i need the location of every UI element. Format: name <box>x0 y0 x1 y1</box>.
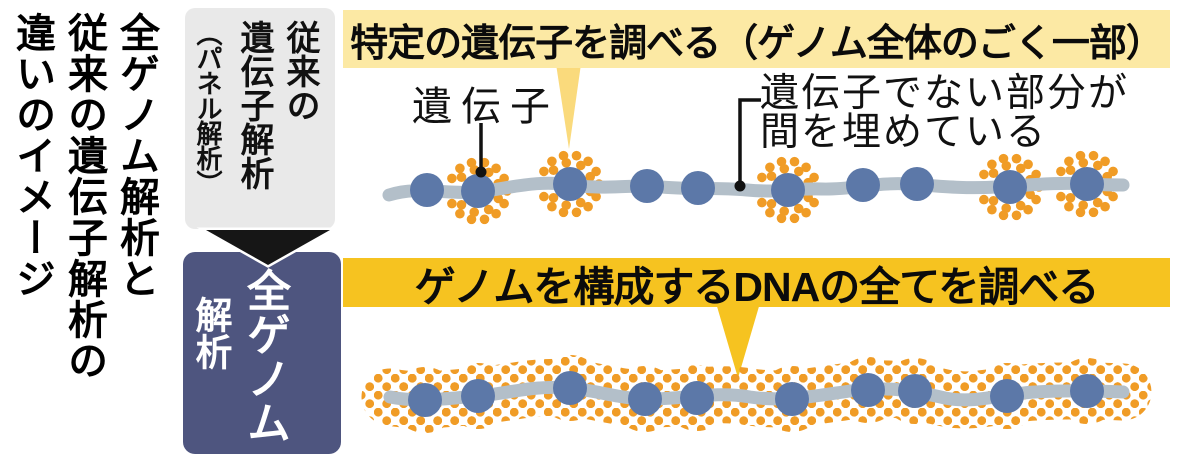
dna-line-bottom <box>383 380 1130 407</box>
title-column: 違いのイメージ <box>10 12 54 299</box>
gene-dot <box>1070 374 1104 408</box>
coverage-bulge <box>445 363 511 429</box>
gene-halos <box>444 150 1121 225</box>
gene-dot <box>846 168 880 202</box>
old-box-sublabel: （パネル解析） <box>193 20 223 195</box>
coverage-bulge <box>759 366 825 432</box>
bottom-dna-strand <box>361 355 1152 433</box>
new-box-label: 全ゲノム <box>240 268 289 444</box>
whole-genome-box: 全ゲノム 解析 <box>183 252 341 454</box>
gene-dot <box>771 173 805 207</box>
non-gene-pointer-line <box>734 98 761 192</box>
coverage-bulge <box>1054 358 1120 424</box>
coverage-bulge <box>882 358 948 424</box>
old-box-label: 従来の <box>281 20 319 122</box>
coverage-bulge <box>835 357 901 423</box>
coverage-bulge <box>974 363 1040 429</box>
top-dna-strand <box>382 150 1130 225</box>
dna-line-top <box>382 176 1130 202</box>
gene-dot <box>775 382 809 416</box>
gene-label: 遺伝子 <box>412 85 559 129</box>
coverage-bulge <box>612 366 678 432</box>
coverage-bulge <box>537 355 603 421</box>
coverage-bulges <box>392 355 1120 433</box>
gene-dot <box>993 170 1027 204</box>
gene-dot <box>630 169 664 203</box>
old-method-banner: 特定の遺伝子を調べる（ゲノム全体のごく一部） <box>343 10 1170 68</box>
gene-dot <box>900 167 934 201</box>
title-column: 従来の遺伝子解析の <box>62 12 106 381</box>
gene-halo <box>536 150 604 218</box>
gene-halo <box>976 153 1044 221</box>
old-box-label: 遺伝子解析 <box>235 20 273 190</box>
new-box-label: 解析 <box>190 296 231 370</box>
title-column: 全ゲノム解析と <box>114 12 158 299</box>
gene-dot <box>898 374 932 408</box>
gene-dot <box>461 174 495 208</box>
old-banner-pointer <box>556 64 581 149</box>
bottom-gene-dots <box>408 371 1104 417</box>
page-title: 全ゲノム解析と 従来の遺伝子解析の 違いのイメージ <box>4 12 162 418</box>
top-gene-dots <box>410 167 1104 208</box>
gene-dot <box>553 167 587 201</box>
gene-dot <box>990 379 1024 413</box>
non-gene-label: 遺伝子でない部分が 間を埋めている <box>760 74 1129 152</box>
gene-dot <box>681 171 715 205</box>
coverage-bulge <box>392 367 458 433</box>
new-banner-pointer <box>716 303 760 378</box>
new-method-banner: ゲノムを構成するDNAの全てを調べる <box>343 258 1170 310</box>
new-method-banner-text: ゲノムを構成するDNAの全てを調べる <box>414 263 1100 310</box>
gene-dot <box>628 382 662 416</box>
gene-halo <box>1053 150 1121 218</box>
non-gene-label-line: 間を埋めている <box>760 111 1048 154</box>
conventional-analysis-box: 従来の 遺伝子解析 （パネル解析） <box>185 8 335 229</box>
non-gene-label-line: 遺伝子でない部分が <box>760 72 1130 115</box>
coverage-bulge <box>664 365 730 431</box>
gene-halo <box>754 156 822 224</box>
gene-dot <box>1070 167 1104 201</box>
gene-dot <box>553 371 587 405</box>
old-method-banner-text: 特定の遺伝子を調べる（ゲノム全体のごく一部） <box>350 22 1164 65</box>
gene-dot <box>461 379 495 413</box>
coverage-band <box>361 358 1152 429</box>
gene-dot <box>851 373 885 407</box>
gene-halo <box>444 157 512 225</box>
gene-dot <box>410 173 444 207</box>
gene-dot <box>680 381 714 415</box>
gene-dot <box>408 383 442 417</box>
